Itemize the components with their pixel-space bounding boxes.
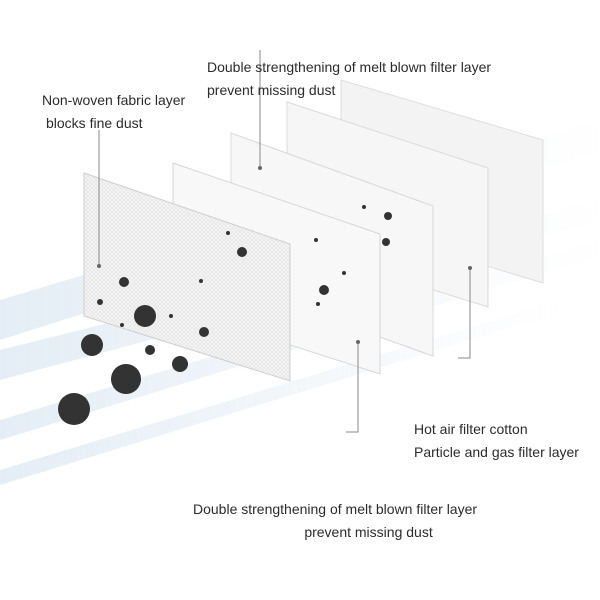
dust-particle — [319, 285, 329, 295]
label-melt-blown-bottom: Double strengthening of melt blown filte… — [193, 498, 477, 544]
label-non-woven-line1: Non-woven fabric layer — [42, 92, 186, 108]
dust-particle — [362, 205, 366, 209]
dust-particle — [316, 302, 320, 306]
dust-particle — [199, 327, 209, 337]
label-non-woven: Non-woven fabric layer blocks fine dust — [42, 89, 185, 135]
dust-particle — [382, 238, 390, 246]
dust-particle — [111, 364, 141, 394]
label-melt-blown-top-line2: prevent missing dust — [207, 82, 336, 98]
dust-particle — [120, 323, 124, 327]
dust-particle — [342, 271, 346, 275]
filter-layer-non-woven — [83, 172, 291, 382]
label-hot-air-cotton-line1: Hot air filter cotton — [414, 421, 528, 437]
label-melt-blown-top: Double strengthening of melt blown filte… — [207, 56, 491, 102]
dust-particle — [134, 305, 156, 327]
leader-dots — [97, 166, 472, 344]
dust-particle — [226, 231, 230, 235]
label-melt-blown-top-line1: Double strengthening of melt blown filte… — [207, 59, 492, 75]
dust-particle — [384, 212, 392, 220]
dust-particle — [97, 299, 103, 305]
dust-particle — [81, 334, 103, 356]
dust-particle — [199, 279, 203, 283]
dust-particle — [58, 393, 90, 425]
dust-particle — [237, 247, 247, 257]
label-non-woven-line2: blocks fine dust — [46, 115, 143, 131]
label-hot-air-cotton-line2: Particle and gas filter layer — [414, 444, 579, 460]
dust-particles — [58, 205, 392, 425]
dust-particle — [119, 277, 129, 287]
label-hot-air-cotton: Hot air filter cotton Particle and gas f… — [414, 418, 579, 464]
dust-particle — [145, 345, 155, 355]
label-melt-blown-bottom-line2: prevent missing dust — [304, 524, 433, 540]
dust-particle — [172, 356, 188, 372]
dust-particle — [169, 314, 173, 318]
dust-particle — [314, 238, 318, 242]
label-melt-blown-bottom-line1: Double strengthening of melt blown filte… — [193, 501, 478, 517]
leader-lines — [98, 50, 471, 433]
